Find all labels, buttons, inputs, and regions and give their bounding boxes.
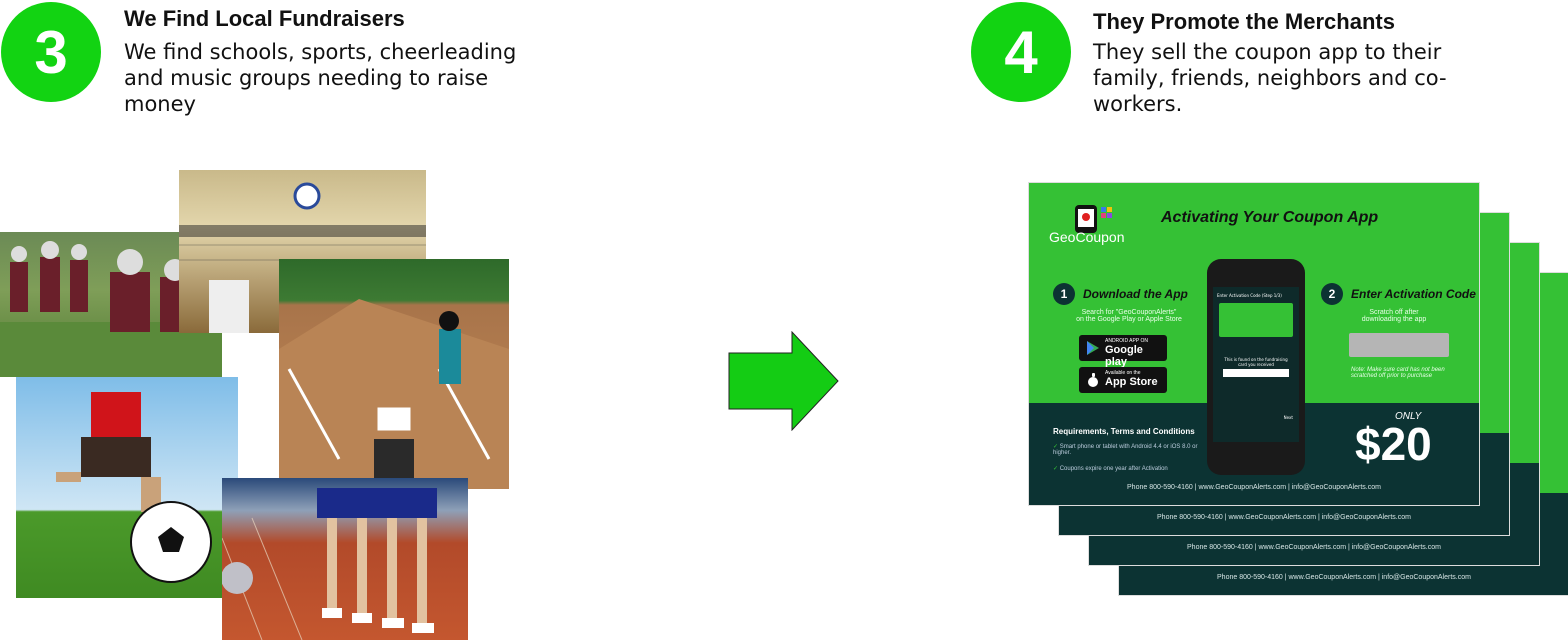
- step-3-badge: 3: [1, 2, 101, 102]
- google-play-badge[interactable]: ANDROID APP ON Google play: [1079, 335, 1167, 368]
- step-2-text: Scratch off after downloading the app: [1329, 309, 1459, 323]
- cheerleaders-photo: [222, 478, 468, 640]
- step-1-title: Download the App: [1083, 287, 1188, 301]
- logo-text: GeoCoupon: [1049, 229, 1125, 245]
- phone-screen-card: [1219, 303, 1293, 337]
- check-icon: ✓: [1053, 466, 1060, 472]
- step-3-description-line: and music groups needing to raise: [124, 66, 489, 90]
- price: $20: [1355, 418, 1432, 470]
- step-4-description-line: family, friends, neighbors and co-: [1093, 66, 1447, 90]
- apple-icon: [1088, 373, 1098, 387]
- scratch-note: Note: Make sure card has not been scratc…: [1351, 367, 1445, 379]
- step-3-description: We find schools, sports, cheerleading an…: [124, 39, 516, 117]
- step-1-text: Search for "GeoCouponAlerts" on the Goog…: [1059, 309, 1199, 323]
- activation-code-field: [1223, 369, 1289, 377]
- soccer-player-illustration: [56, 392, 212, 583]
- phone-screen: Enter Activation Code (Step 1/3) This is…: [1213, 287, 1299, 442]
- requirements-title: Requirements, Terms and Conditions: [1053, 427, 1195, 436]
- check-icon: ✓: [1053, 444, 1060, 450]
- step-3-description-line: We find schools, sports, cheerleading: [124, 40, 517, 64]
- requirement-text: Smart phone or tablet with Android 4.4 o…: [1053, 444, 1198, 456]
- soccer-photo: [16, 377, 238, 598]
- requirement-text: Coupons expire one year after Activation: [1059, 466, 1168, 472]
- right-arrow-icon: [728, 331, 839, 431]
- card-footer: Phone 800-590-4160 | www.GeoCouponAlerts…: [1187, 544, 1441, 551]
- phone-next-label: Next: [1283, 415, 1293, 420]
- baseball-photo: [279, 259, 509, 489]
- phone-screen-message: This is found on the fundraising card yo…: [1224, 357, 1288, 367]
- card-footer: Phone 800-590-4160 | www.GeoCouponAlerts…: [1217, 574, 1471, 581]
- activation-card: GeoCoupon Activating Your Coupon App 1 D…: [1028, 182, 1480, 506]
- google-play-small: ANDROID APP ON: [1105, 338, 1148, 344]
- step-4-description-line: They sell the coupon app to their: [1093, 40, 1442, 64]
- step-2-text-line: downloading the app: [1361, 316, 1427, 323]
- google-play-icon: [1087, 341, 1099, 355]
- app-store-badge[interactable]: Available on the App Store: [1079, 367, 1167, 393]
- scratch-off-area: [1349, 333, 1449, 357]
- geocoupon-logo: [1075, 205, 1112, 233]
- step-3-description-line: money: [124, 92, 196, 116]
- step-3-title: We Find Local Fundraisers: [124, 6, 405, 31]
- step-4-description: They sell the coupon app to their family…: [1093, 39, 1447, 117]
- step-4-badge: 4: [971, 2, 1071, 102]
- phone-mockup: Enter Activation Code (Step 1/3) This is…: [1207, 259, 1305, 475]
- card-footer: Phone 800-590-4160 | www.GeoCouponAlerts…: [1157, 514, 1411, 521]
- step-1-text-line: Search for "GeoCouponAlerts": [1081, 309, 1177, 316]
- step-4-description-line: workers.: [1093, 92, 1183, 116]
- requirement-item: ✓ Coupons expire one year after Activati…: [1053, 465, 1203, 472]
- phone-screen-title: Enter Activation Code (Step 1/3): [1217, 293, 1282, 298]
- step-2-title: Enter Activation Code: [1351, 287, 1476, 301]
- requirement-item: ✓ Smart phone or tablet with Android 4.4…: [1053, 443, 1203, 456]
- baseball-players-illustration: [279, 299, 509, 489]
- app-store-label: App Store: [1105, 376, 1158, 388]
- card-footer: Phone 800-590-4160 | www.GeoCouponAlerts…: [1127, 484, 1381, 491]
- app-store-small: Available on the: [1105, 370, 1141, 376]
- price-only-label: ONLY: [1395, 411, 1422, 422]
- step-2-number: 2: [1321, 283, 1343, 305]
- step-1-text-line: on the Google Play or Apple Store: [1076, 316, 1182, 323]
- step-1-number: 1: [1053, 283, 1075, 305]
- step-4-title: They Promote the Merchants: [1093, 9, 1395, 34]
- google-play-label: Google play: [1105, 344, 1143, 368]
- cheerleaders-illustration: [222, 488, 437, 640]
- step-2-text-line: Scratch off after: [1369, 309, 1419, 316]
- card-title: Activating Your Coupon App: [1161, 209, 1379, 226]
